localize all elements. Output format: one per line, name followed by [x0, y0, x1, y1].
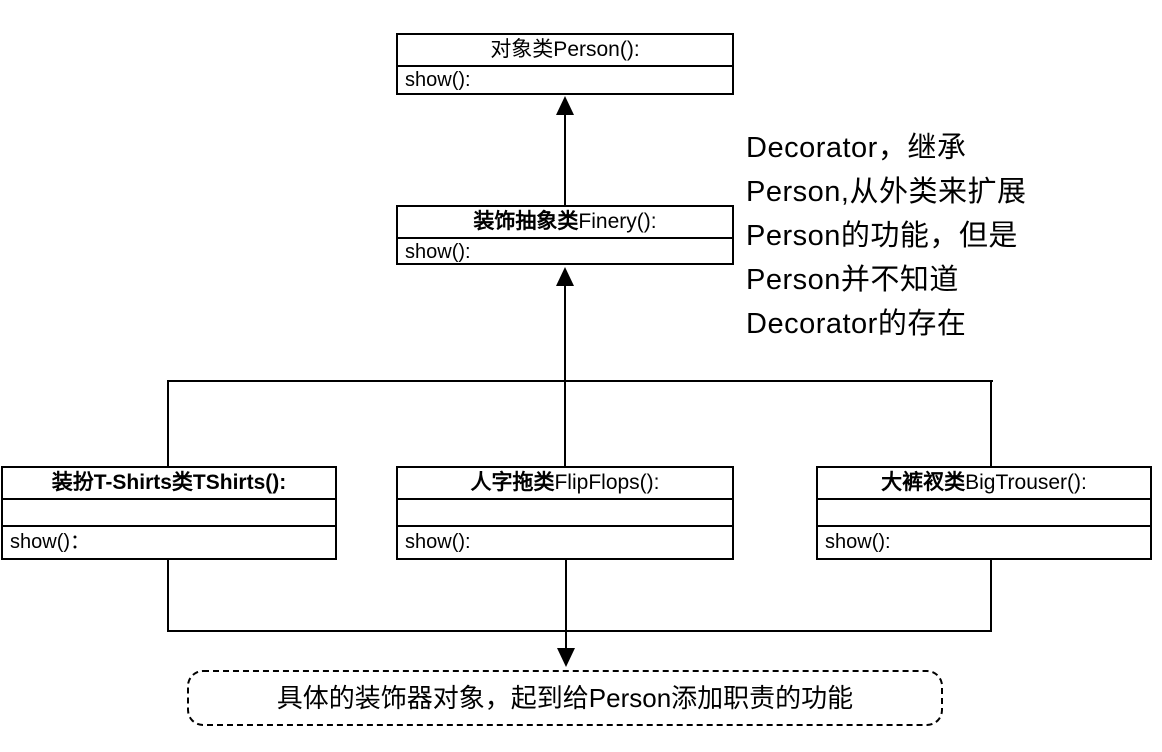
class-title-finery-regular: Finery(): [578, 210, 657, 233]
note-text: 具体的装饰器对象，起到给Person添加职责的功能 [276, 683, 854, 713]
class-method-tshirts: show()： [3, 525, 335, 558]
arrow-line-to-note [565, 558, 567, 649]
arrowhead-down-note [557, 648, 575, 667]
class-method-finery: show(): [398, 237, 732, 265]
arrowhead-up-person [556, 96, 574, 115]
class-attributes-bigtrouser-empty [818, 498, 1150, 525]
class-title-tshirts-bold: 装扮T-Shirts类TShirts(): [51, 471, 287, 494]
class-title-bigtrouser-regular: BigTrouser(): [965, 471, 1087, 494]
class-method-flipflops: show(): [398, 525, 732, 558]
annotation-line: Person,从外类来扩展 [746, 176, 1027, 208]
class-title-flipflops-regular: FlipFlops(): [554, 471, 660, 494]
bracket-top-horizontal-line [167, 380, 993, 382]
annotation-line: Person的功能，但是 [746, 220, 1018, 252]
class-attributes-tshirts-empty [3, 498, 335, 525]
class-title-tshirts: 装扮T-Shirts类TShirts(): [3, 468, 335, 498]
bracket-bottom-left-vertical-line [167, 558, 169, 632]
class-title-flipflops: 人字拖类FlipFlops(): [398, 468, 732, 498]
class-attributes-flipflops-empty [398, 498, 732, 525]
annotation-text: Decorator，继承 Person,从外类来扩展 Person的功能，但是 … [746, 126, 1156, 346]
class-title-bigtrouser-bold: 大裤衩类 [881, 471, 966, 494]
inheritance-line-finery-to-person [564, 99, 566, 205]
annotation-line: Decorator，继承 [746, 132, 967, 164]
class-method-bigtrouser: show(): [818, 525, 1150, 558]
note-box: 具体的装饰器对象，起到给Person添加职责的功能 [187, 670, 943, 726]
annotation-line: Person并不知道 [746, 264, 959, 296]
class-box-flipflops: 人字拖类FlipFlops(): show(): [396, 466, 734, 560]
class-title-bigtrouser: 大裤衩类BigTrouser(): [818, 468, 1150, 498]
class-box-tshirts: 装扮T-Shirts类TShirts(): show()： [1, 466, 337, 560]
class-box-finery: 装饰抽象类Finery(): show(): [396, 205, 734, 265]
class-title-flipflops-bold: 人字拖类 [470, 471, 555, 494]
class-title-person: 对象类Person(): [398, 35, 732, 65]
class-title-person-regular: 对象类Person(): [490, 38, 640, 61]
bracket-bottom-horizontal-line [167, 630, 992, 632]
bracket-bottom-right-vertical-line [990, 558, 992, 632]
class-box-bigtrouser: 大裤衩类BigTrouser(): show(): [816, 466, 1152, 560]
class-box-person: 对象类Person(): show(): [396, 33, 734, 95]
inheritance-line-children-to-finery [564, 272, 566, 466]
class-method-person: show(): [398, 65, 732, 93]
bracket-top-right-vertical-line [990, 380, 992, 466]
bracket-top-left-vertical-line [167, 380, 169, 466]
annotation-line: Decorator的存在 [746, 308, 967, 340]
arrowhead-up-finery [556, 267, 574, 286]
class-title-finery-bold: 装饰抽象类 [473, 210, 579, 233]
class-title-finery: 装饰抽象类Finery(): [398, 207, 732, 237]
